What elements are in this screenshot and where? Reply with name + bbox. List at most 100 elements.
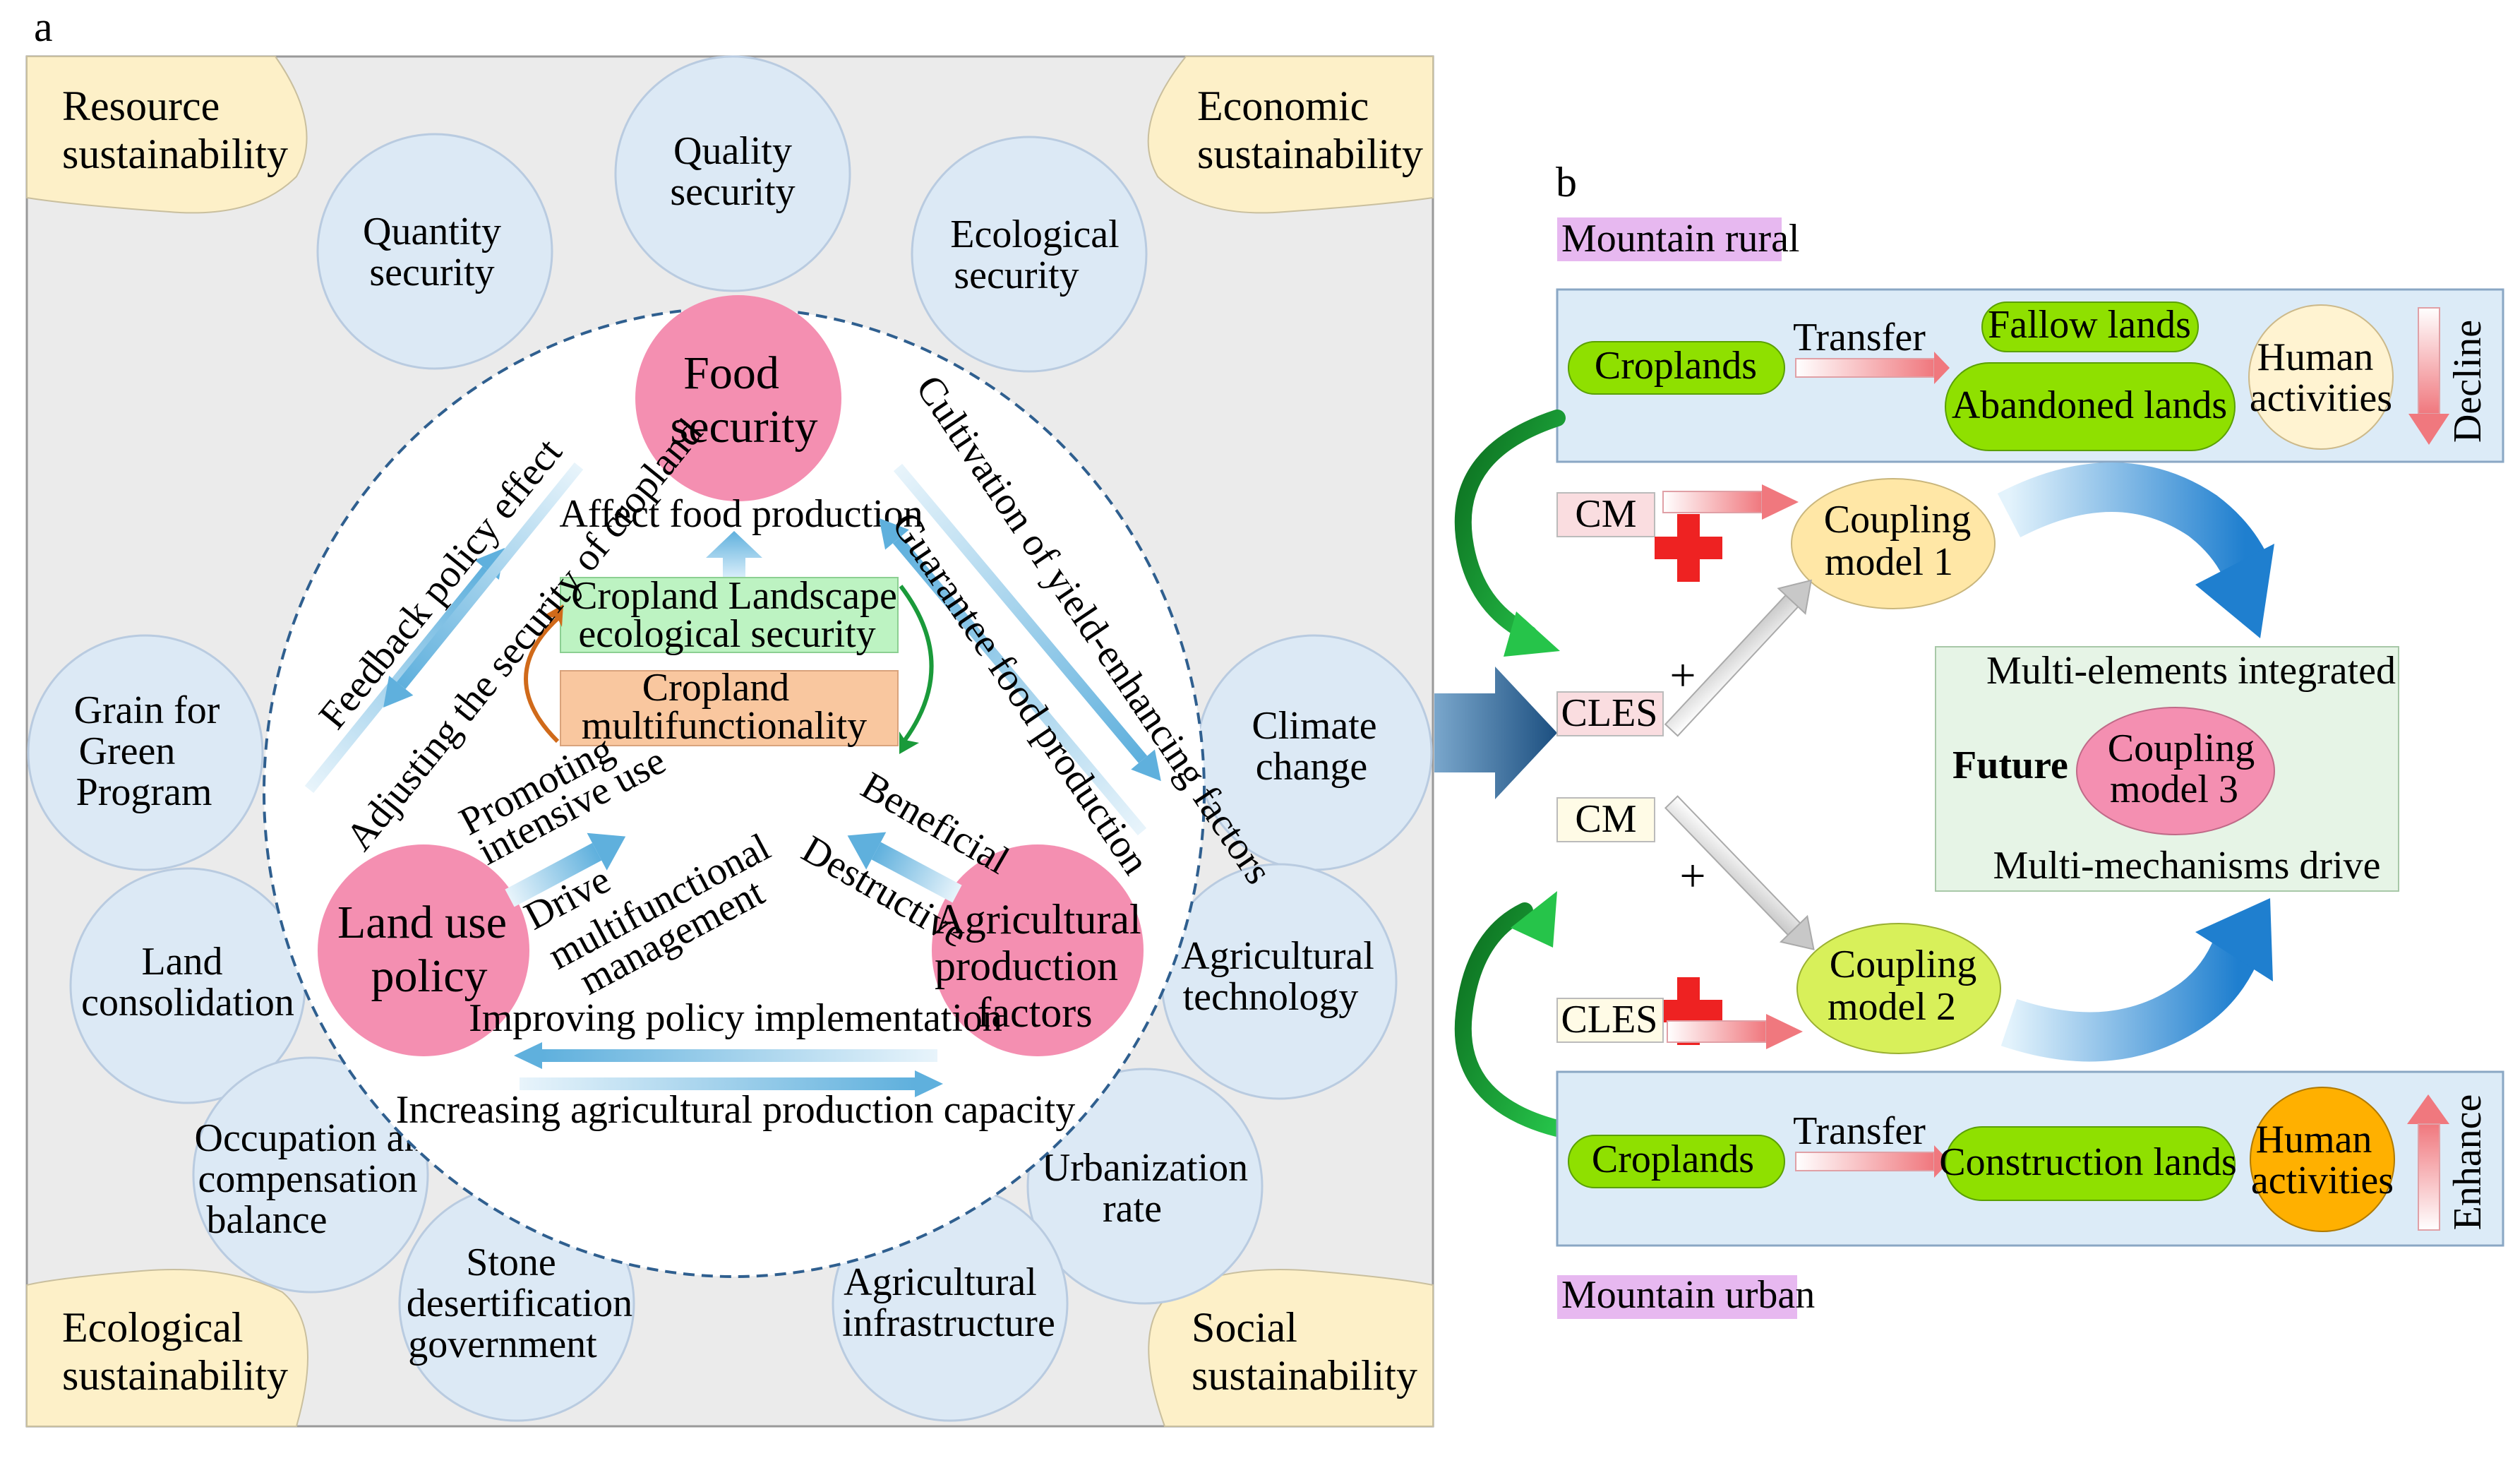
urban-construction — [1945, 1126, 2236, 1201]
urban-construction-text: Construction lands — [1939, 1140, 2237, 1184]
urban-enhance-text: Enhance — [2446, 1094, 2490, 1231]
circle-urbanization-line2: rate — [1103, 1187, 1162, 1231]
urban-transfer-head — [1934, 1145, 1950, 1178]
core-food-security — [635, 295, 841, 501]
arrow-promoting — [505, 832, 626, 907]
circle-grain — [27, 634, 264, 871]
cm-top-text: CM — [1575, 492, 1636, 536]
circle-occupation-line2: compensation — [198, 1157, 417, 1201]
circle-quantity-line1: Quantity — [363, 210, 501, 253]
arrow-beneficial — [847, 832, 962, 903]
core-food-line1: Food — [683, 347, 779, 399]
cles-bottom — [1556, 998, 1664, 1043]
circle-agritech-line1: Agricultural — [1181, 934, 1374, 978]
core-agri-line3: factors — [977, 989, 1092, 1036]
tag-mountain-urban-text: Mountain urban — [1561, 1273, 1815, 1317]
coupling1-line1: Coupling — [1824, 498, 1971, 542]
label-improving: Improving policy implementation — [469, 996, 1002, 1040]
rural-decline-text: Decline — [2446, 320, 2490, 443]
corner-social — [1148, 1269, 1434, 1427]
urban-transfer-bar — [1795, 1152, 1935, 1171]
cles-bottom-arrow-head — [1766, 1014, 1803, 1049]
coupling3-line2: model 3 — [2110, 768, 2238, 811]
cles-bottom-arrow-bar — [1667, 1020, 1767, 1043]
corner-social-line1: Social — [1192, 1304, 1297, 1351]
red-plus-bottom — [1655, 977, 1722, 1045]
circle-grain-line3: Program — [76, 770, 212, 814]
tag-mountain-rural-text: Mountain rural — [1561, 217, 1799, 261]
arrow-affect-up — [706, 531, 762, 578]
rural-human — [2248, 304, 2394, 450]
urban-enhance-bar — [2418, 1123, 2440, 1231]
rural-human-line2: activities — [2250, 376, 2392, 420]
core-agri-factors — [932, 844, 1144, 1056]
circle-ecosec-line1: Ecological — [950, 213, 1119, 256]
circle-climate-line1: Climate — [1252, 704, 1376, 748]
rural-transfer-head — [1934, 352, 1950, 384]
rural-croplands-text: Croplands — [1595, 344, 1757, 388]
circle-consolidation-line2: consolidation — [81, 981, 294, 1025]
cm-top — [1556, 492, 1655, 537]
circle-quantity — [316, 133, 553, 370]
circle-ecosec-line2: security — [954, 253, 1079, 297]
arrow-guarantee — [879, 518, 1147, 836]
circle-stone-line2: desertification — [407, 1282, 632, 1325]
cles-bottom-text: CLES — [1561, 998, 1658, 1041]
coupling1-line2: model 1 — [1825, 540, 1953, 584]
arrow-increasing-head — [915, 1070, 943, 1097]
label-affect-food: Affect food production — [559, 492, 923, 536]
corner-resource-line1: Resource — [62, 83, 220, 129]
arrow-increasing-bar — [520, 1077, 915, 1090]
urban-human-line1: Human — [2256, 1118, 2372, 1162]
future-top-text: Multi-elements integrated — [1986, 649, 2396, 693]
circle-quality — [614, 55, 851, 292]
urban-croplands — [1568, 1135, 1785, 1188]
core-land-use-policy — [318, 844, 529, 1056]
cm-top-arrow-head — [1762, 484, 1799, 520]
corner-social-line2: sustainability — [1192, 1352, 1417, 1399]
box-landscape-line1: Cropland Landscape — [571, 574, 897, 618]
box-multi-line2: multifunctionality — [582, 704, 867, 748]
panel-a-label: a — [34, 4, 53, 50]
coupling2-line2: model 2 — [1828, 985, 1956, 1029]
urban-transfer-text: Transfer — [1793, 1109, 1926, 1153]
rural-human-line1: Human — [2257, 335, 2374, 379]
corner-resource — [26, 56, 308, 214]
circle-climate-line2: change — [1256, 745, 1368, 789]
curve-orange-arrow — [524, 616, 560, 744]
circle-urbanization-line1: Urbanization — [1042, 1146, 1248, 1190]
circle-grain-line1: Grain for — [74, 688, 220, 732]
rural-fallow — [1981, 301, 2199, 352]
corner-resource-line2: sustainability — [62, 131, 288, 177]
box-multifunctionality — [560, 670, 899, 746]
coupling3-line1: Coupling — [2108, 727, 2255, 770]
urban-croplands-text: Croplands — [1592, 1137, 1754, 1181]
core-food-line2: security — [671, 401, 818, 453]
label-increasing: Increasing agricultural production capac… — [396, 1088, 1075, 1132]
green-curve-bottom — [1454, 902, 1566, 1137]
circle-agriinfra-line1: Agricultural — [844, 1260, 1037, 1304]
blue-curve-top-head — [2195, 544, 2274, 638]
cm-mid-text: CM — [1575, 797, 1636, 841]
circle-quality-line1: Quality — [673, 129, 792, 173]
rural-transfer-text: Transfer — [1793, 316, 1926, 359]
circle-agritech-line2: technology — [1183, 975, 1359, 1019]
circle-occupation-line3: balance — [207, 1198, 328, 1242]
plus-bottom: + — [1679, 850, 1705, 902]
plus-top: + — [1669, 650, 1696, 701]
blue-curve-bottom — [2000, 936, 2261, 1062]
big-arrow-a-to-b — [1434, 667, 1557, 799]
circle-stone-line1: Stone — [466, 1241, 556, 1284]
circle-grain-line2: Green — [79, 729, 176, 773]
arrow-improving-head — [514, 1042, 542, 1069]
tag-mountain-rural — [1557, 217, 1782, 261]
core-land-line1: Land use — [337, 897, 507, 948]
corner-economic-line1: Economic — [1197, 83, 1369, 129]
core-land-line2: policy — [371, 950, 488, 1002]
rural-transfer-bar — [1795, 358, 1935, 378]
blue-curve-bottom-head — [2195, 898, 2273, 981]
circle-ecological-security — [911, 136, 1148, 373]
box-landscape — [560, 577, 899, 653]
red-plus-top — [1655, 514, 1722, 582]
